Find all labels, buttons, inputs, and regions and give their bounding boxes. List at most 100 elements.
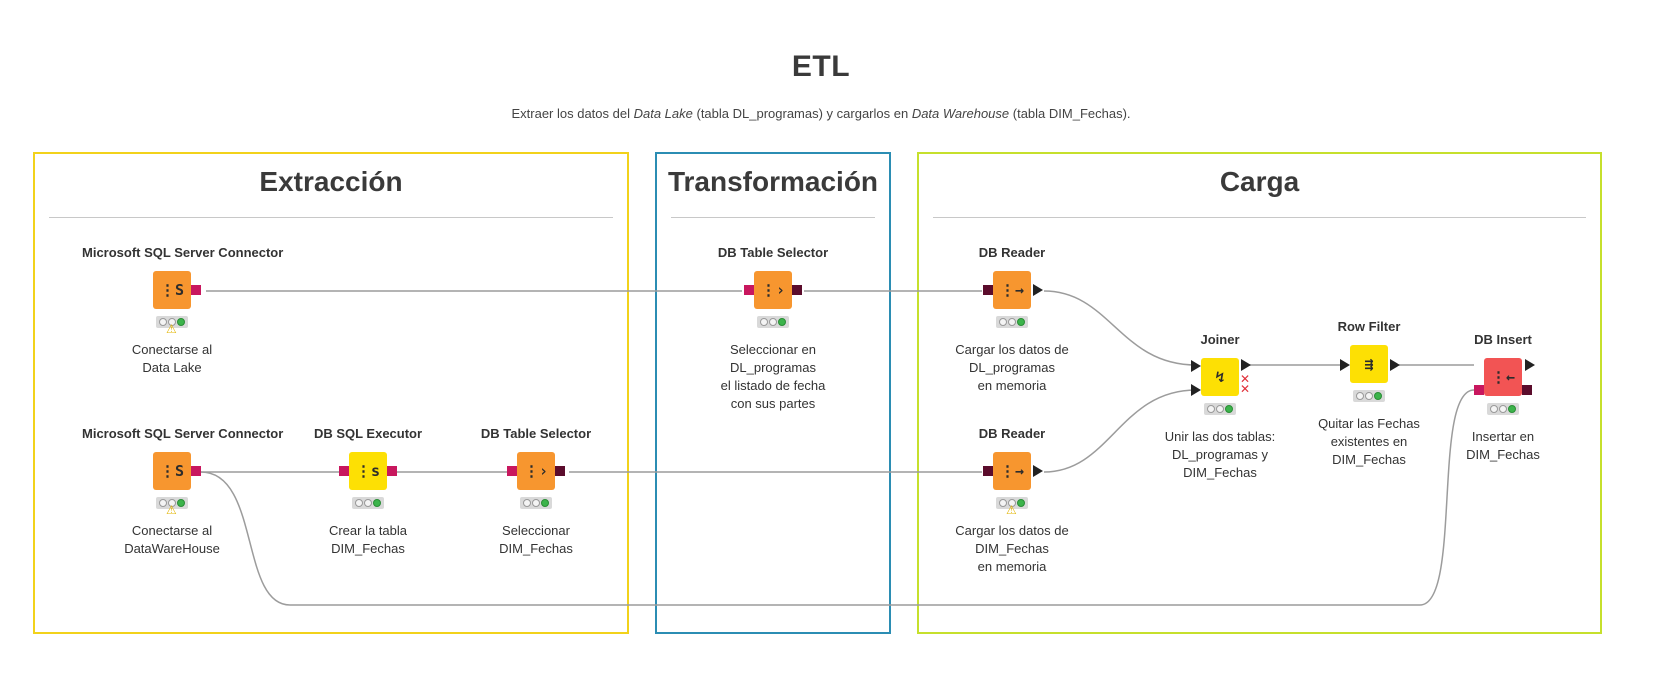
node-description[interactable]: Seleccionar en DL_programas el listado d… [720,342,826,411]
status-traffic-light [1204,403,1236,415]
node-description[interactable]: Cargar los datos de DL_programas en memo… [955,342,1069,393]
icon-glyph: ⋮← [1490,368,1516,386]
status-dot [1498,405,1507,413]
db-data-output-port[interactable] [792,285,802,295]
annotation-extraccion[interactable]: Extracción [33,152,629,634]
db-data-output-port[interactable] [555,466,565,476]
annotation-divider [671,217,875,218]
status-traffic-light [1487,403,1519,415]
annotation-title: Transformación [667,166,879,197]
connection-n6-n8[interactable] [1043,290,1197,366]
icon-glyph: ⋮› [523,462,549,480]
status-traffic-light [1353,390,1385,402]
data-output-port[interactable] [1241,359,1251,371]
node-description[interactable]: Seleccionar DIM_Fechas [499,523,573,556]
db-connector-icon[interactable]: ⋮S [153,271,191,309]
db-connector-icon[interactable]: ⋮S [153,452,191,490]
db-input-port[interactable] [339,466,349,476]
db-input-port[interactable] [744,285,754,295]
db-output-port[interactable] [387,466,397,476]
node-description[interactable]: Crear la tabla DIM_Fechas [328,523,408,556]
warning-icon[interactable] [166,323,177,335]
status-traffic-light [757,316,789,328]
connection-n7-n8[interactable] [1043,389,1197,473]
workflow-title: ETL [791,50,851,83]
db-data-input-port[interactable] [983,285,993,295]
node-description[interactable]: Conectarse al DataWareHouse [124,523,220,556]
db-table-selector-icon[interactable]: ⋮› [517,452,555,490]
data-input-port-left[interactable] [1191,360,1201,372]
db-reader-icon[interactable]: ⋮→ [993,271,1031,309]
workflow-subtitle: Extraer los datos del Data Lake (tabla D… [0,106,1642,121]
db-sql-executor-icon[interactable]: ⋮s [349,452,387,490]
status-dot [522,499,531,507]
db-output-port[interactable] [191,466,201,476]
icon-glyph: ⋮› [760,281,786,299]
annotation-title: Carga [1219,166,1300,197]
data-output-port[interactable] [1390,359,1400,371]
annotation-carga[interactable]: Carga [917,152,1602,634]
db-table-selector-icon[interactable]: ⋮› [754,271,792,309]
node-name: DB Insert [1474,332,1532,347]
node-description[interactable]: Insertar en DIM_Fechas [1466,429,1540,462]
data-output-port[interactable] [1033,465,1043,477]
node-description[interactable]: Conectarse al Data Lake [131,342,213,375]
icon-glyph: ⇶ [1364,355,1374,373]
db-input-port[interactable] [507,466,517,476]
node-name: DB Table Selector [717,245,829,260]
node-name: DB Table Selector [480,426,592,441]
db-data-input-port[interactable] [983,466,993,476]
node-name: Row Filter [1337,319,1401,334]
status-dot-green [177,499,186,507]
node-description[interactable]: Quitar las Fechas existentes en DIM_Fech… [1318,416,1420,467]
annotation-divider [49,217,613,218]
node-name: DB SQL Executor [313,426,423,441]
data-output-port[interactable] [1033,284,1043,296]
status-dot [1489,405,1498,413]
status-traffic-light [520,497,552,509]
node-name: DB Reader [978,245,1046,260]
node-description[interactable]: Unir las dos tablas: DL_programas y DIM_… [1164,429,1276,480]
warning-icon[interactable] [166,504,177,516]
status-dot [1364,392,1373,400]
status-dot [759,318,768,326]
node-name: Microsoft SQL Server Connector [82,426,284,441]
inactive-port-x-icon: ✕✕ [1240,372,1251,396]
db-output-port[interactable] [1522,385,1532,395]
node-name: Microsoft SQL Server Connector [82,245,284,260]
icon-glyph: ⋮S [159,462,185,480]
data-input-port[interactable] [1525,359,1535,371]
icon-glyph: ⋮s [355,462,381,480]
annotation-title: Extracción [259,166,403,197]
status-dot [1355,392,1364,400]
status-dot-green [1017,318,1026,326]
status-traffic-light [996,316,1028,328]
node-description[interactable]: Cargar los datos de DIM_Fechas en memori… [955,523,1069,574]
status-dot [363,499,372,507]
db-output-port[interactable] [191,285,201,295]
status-dot-green [1225,405,1234,413]
status-traffic-light [352,497,384,509]
status-dot-green [1017,499,1026,507]
joiner-icon[interactable]: ↯ [1201,358,1239,396]
status-dot [354,499,363,507]
subtitle-text: (tabla DL_programas) y cargarlos en [692,106,912,121]
db-reader-icon[interactable]: ⋮→ [993,452,1031,490]
data-input-port-right[interactable] [1191,384,1201,396]
connection-n2-n10[interactable] [200,389,1475,606]
status-dot-green [373,499,382,507]
status-dot-green [778,318,787,326]
status-dot-green [1508,405,1517,413]
status-dot [768,318,777,326]
status-dot [531,499,540,507]
node-name: Joiner [1200,332,1240,347]
db-insert-icon[interactable]: ⋮← [1484,358,1522,396]
status-dot-green [177,318,186,326]
annotation-transformacion[interactable]: Transformación [655,152,891,634]
data-input-port[interactable] [1340,359,1350,371]
warning-icon[interactable] [1006,504,1017,516]
db-input-port[interactable] [1474,385,1484,395]
icon-glyph: ⋮→ [999,281,1025,299]
row-filter-icon[interactable]: ⇶ [1350,345,1388,383]
